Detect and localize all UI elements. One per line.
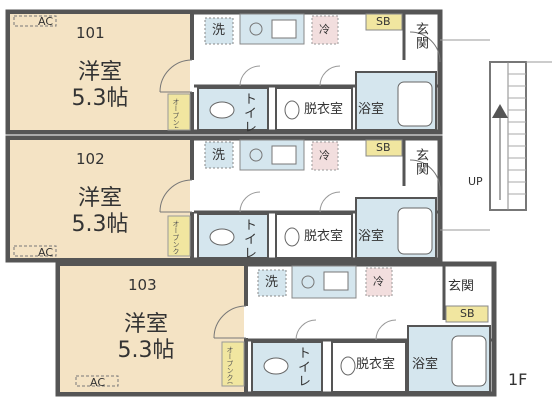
unit-103-toilet-label: トイレ: [295, 346, 310, 388]
unit-102-wash-label: 洗: [212, 148, 226, 163]
unit-103-room-label: 洋室 5.3帖: [96, 312, 196, 364]
unit-101-western-room: [10, 14, 190, 130]
unit-101-closet: [167, 93, 191, 131]
unit-101: [5, 9, 443, 135]
unit-101-room-label: 洋室 5.3帖: [50, 60, 150, 112]
unit-103-fridge-space: [365, 267, 393, 297]
unit-102-room-size: 5.3帖: [71, 212, 129, 237]
unit-102-closet-label: オープンクローゼット: [172, 220, 179, 254]
unit-103-dressing-room: [331, 341, 407, 393]
unit-103-closet: [221, 341, 245, 387]
unit-101-room-size: 5.3帖: [71, 86, 129, 111]
unit-101-number: 101: [76, 24, 105, 42]
unit-103-shoebox-label: SB: [460, 307, 475, 320]
unit-102: [5, 135, 443, 263]
unit-103-ac-box: [75, 375, 119, 387]
unit-102-western-room: [10, 140, 190, 258]
unit-103-room-type: 洋室: [123, 312, 168, 337]
unit-101-dressing-label: 脱衣室: [304, 102, 344, 117]
unit-102-fridge-label: 冷: [319, 149, 330, 162]
unit-103-bathtub: [451, 335, 487, 387]
unit-103-wash-space: [257, 269, 287, 297]
unit-103-wash-label: 洗: [265, 275, 279, 290]
unit-103-number: 103: [128, 276, 157, 294]
unit-101-toilet-label: トイレ: [241, 92, 256, 134]
unit-102-entrance-label: 玄関: [413, 148, 428, 176]
unit-103-entrance-label: 玄関: [448, 279, 475, 294]
stair-up-label: UP: [468, 175, 483, 188]
unit-103-room-size: 5.3帖: [117, 338, 175, 363]
unit-103: [55, 261, 497, 397]
unit-103-closet-label: オープンクローゼット: [226, 346, 233, 384]
unit-101-room-type: 洋室: [77, 60, 122, 85]
unit-101-ac-box: [13, 15, 57, 27]
unit-102-toilet-label: トイレ: [241, 218, 256, 260]
unit-103-ac-label: AC: [90, 376, 106, 389]
unit-101-dressing-room: [275, 87, 353, 131]
unit-101-wash-label: 洗: [212, 23, 226, 38]
unit-102-room-label: 洋室 5.3帖: [50, 186, 150, 238]
unit-102-room-type: 洋室: [77, 186, 122, 211]
unit-101-bath-label: 浴室: [358, 102, 385, 117]
unit-102-ac-box: [13, 245, 57, 257]
unit-102-shoebox-label: SB: [376, 141, 391, 154]
unit-102-number: 102: [76, 150, 105, 168]
unit-102-dressing-room: [275, 213, 353, 259]
unit-103-fridge-label: 冷: [373, 275, 384, 288]
unit-102-wash-space: [204, 141, 234, 169]
unit-103-shoebox: [445, 305, 489, 323]
unit-101-fridge-label: 冷: [319, 23, 330, 36]
unit-102-ac-label: AC: [38, 246, 54, 259]
unit-102-dressing-label: 脱衣室: [304, 229, 344, 244]
unit-101-entrance-label: 玄関: [413, 22, 428, 50]
unit-101-closet-label: オープンクローゼット: [172, 98, 179, 128]
unit-103-dressing-label: 脱衣室: [356, 357, 396, 372]
unit-101-fridge-space: [311, 15, 339, 45]
unit-102-bath-label: 浴室: [358, 229, 385, 244]
floor-label: 1F: [508, 370, 528, 389]
unit-102-fridge-space: [311, 141, 339, 171]
unit-101-ac-label: AC: [38, 15, 54, 28]
unit-103-western-room: [60, 266, 244, 392]
unit-102-shoebox: [365, 139, 403, 157]
unit-103-bath-label: 浴室: [412, 357, 439, 372]
unit-101-shoebox-label: SB: [376, 15, 391, 28]
unit-101-shoebox: [365, 13, 403, 31]
unit-101-wash-space: [204, 17, 234, 45]
unit-102-closet: [167, 215, 191, 257]
staircase: [440, 39, 552, 231]
